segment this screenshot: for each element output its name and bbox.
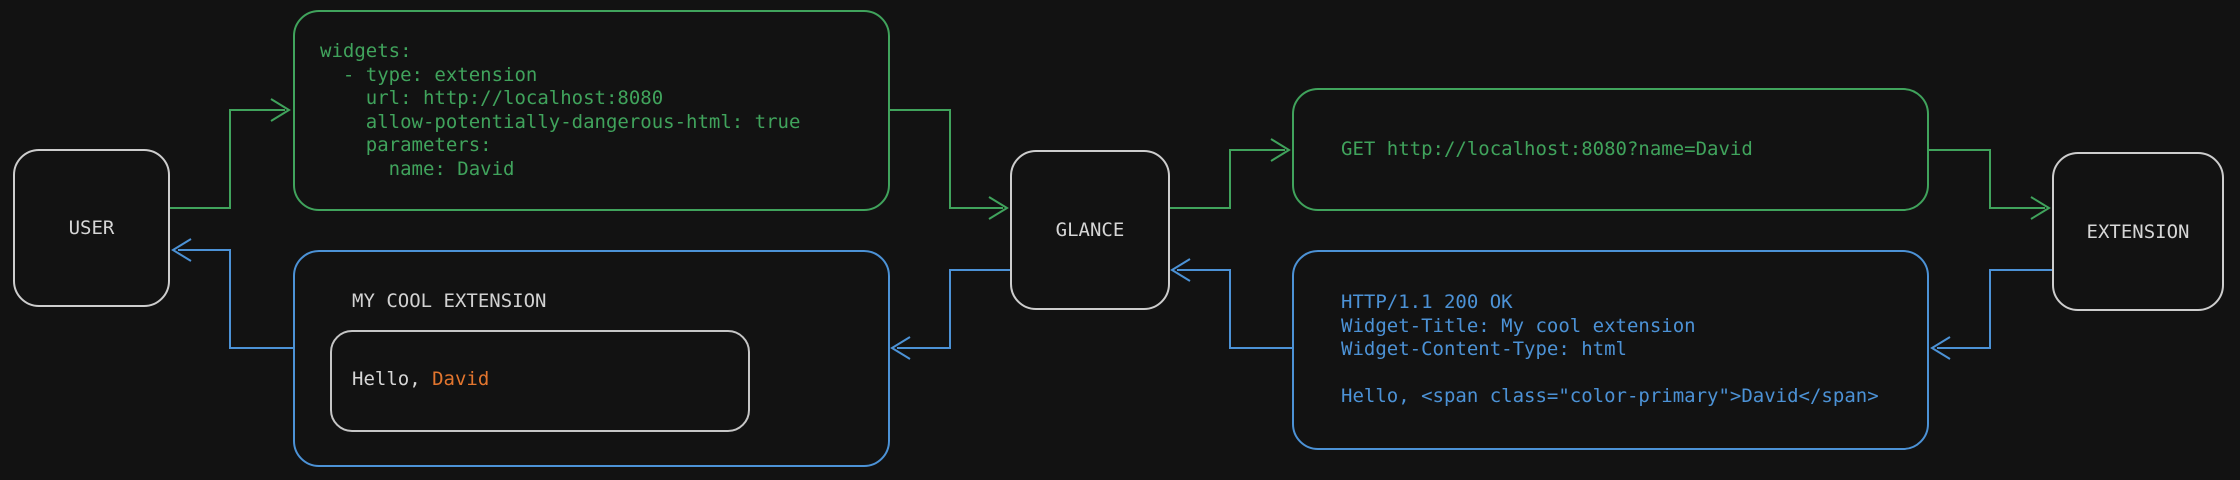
arrowhead-glance-to-request: [1270, 138, 1291, 162]
http-request-box: [1292, 88, 1929, 211]
http-request-text: GET http://localhost:8080?name=David: [1341, 138, 1753, 160]
widget-greeting-prefix: Hello,: [352, 368, 433, 390]
arrow-response-to-glance: [1177, 269, 1292, 349]
widget-content-frame: [330, 330, 750, 432]
config-yaml-code: widgets: - type: extension url: http://l…: [320, 40, 801, 180]
http-response-box: [1292, 250, 1929, 450]
arrow-request-to-extension: [1929, 149, 2045, 209]
arrow-extension-to-response: [1937, 269, 2052, 349]
arrow-widget-to-user: [178, 249, 293, 349]
node-glance-label: GLANCE: [1055, 219, 1125, 241]
arrowhead-widget-to-user: [171, 238, 192, 262]
arrow-config-to-glance: [890, 109, 1003, 209]
node-glance: GLANCE: [1010, 150, 1170, 310]
widget-preview-title: MY COOL EXTENSION: [352, 290, 547, 312]
node-user-label: USER: [68, 217, 115, 239]
node-extension-label: EXTENSION: [2086, 220, 2190, 243]
arrowhead-request-to-extension: [2030, 196, 2051, 220]
arrowhead-glance-to-widget: [890, 336, 911, 360]
http-response-code: HTTP/1.1 200 OK Widget-Title: My cool ex…: [1341, 291, 1879, 407]
arrow-glance-to-request: [1170, 149, 1285, 209]
arrowhead-extension-to-response: [1930, 336, 1951, 360]
widget-greeting: Hello, David: [352, 368, 489, 392]
arrowhead-response-to-glance: [1170, 258, 1191, 282]
node-extension: EXTENSION: [2052, 152, 2224, 311]
config-yaml-box: [293, 10, 890, 211]
widget-greeting-name: David: [432, 368, 490, 390]
arrow-user-to-config: [170, 109, 285, 209]
node-user: USER: [13, 149, 170, 307]
arrowhead-user-to-config: [270, 98, 291, 122]
arrow-glance-to-widget: [897, 269, 1010, 349]
arrowhead-config-to-glance: [988, 196, 1009, 220]
